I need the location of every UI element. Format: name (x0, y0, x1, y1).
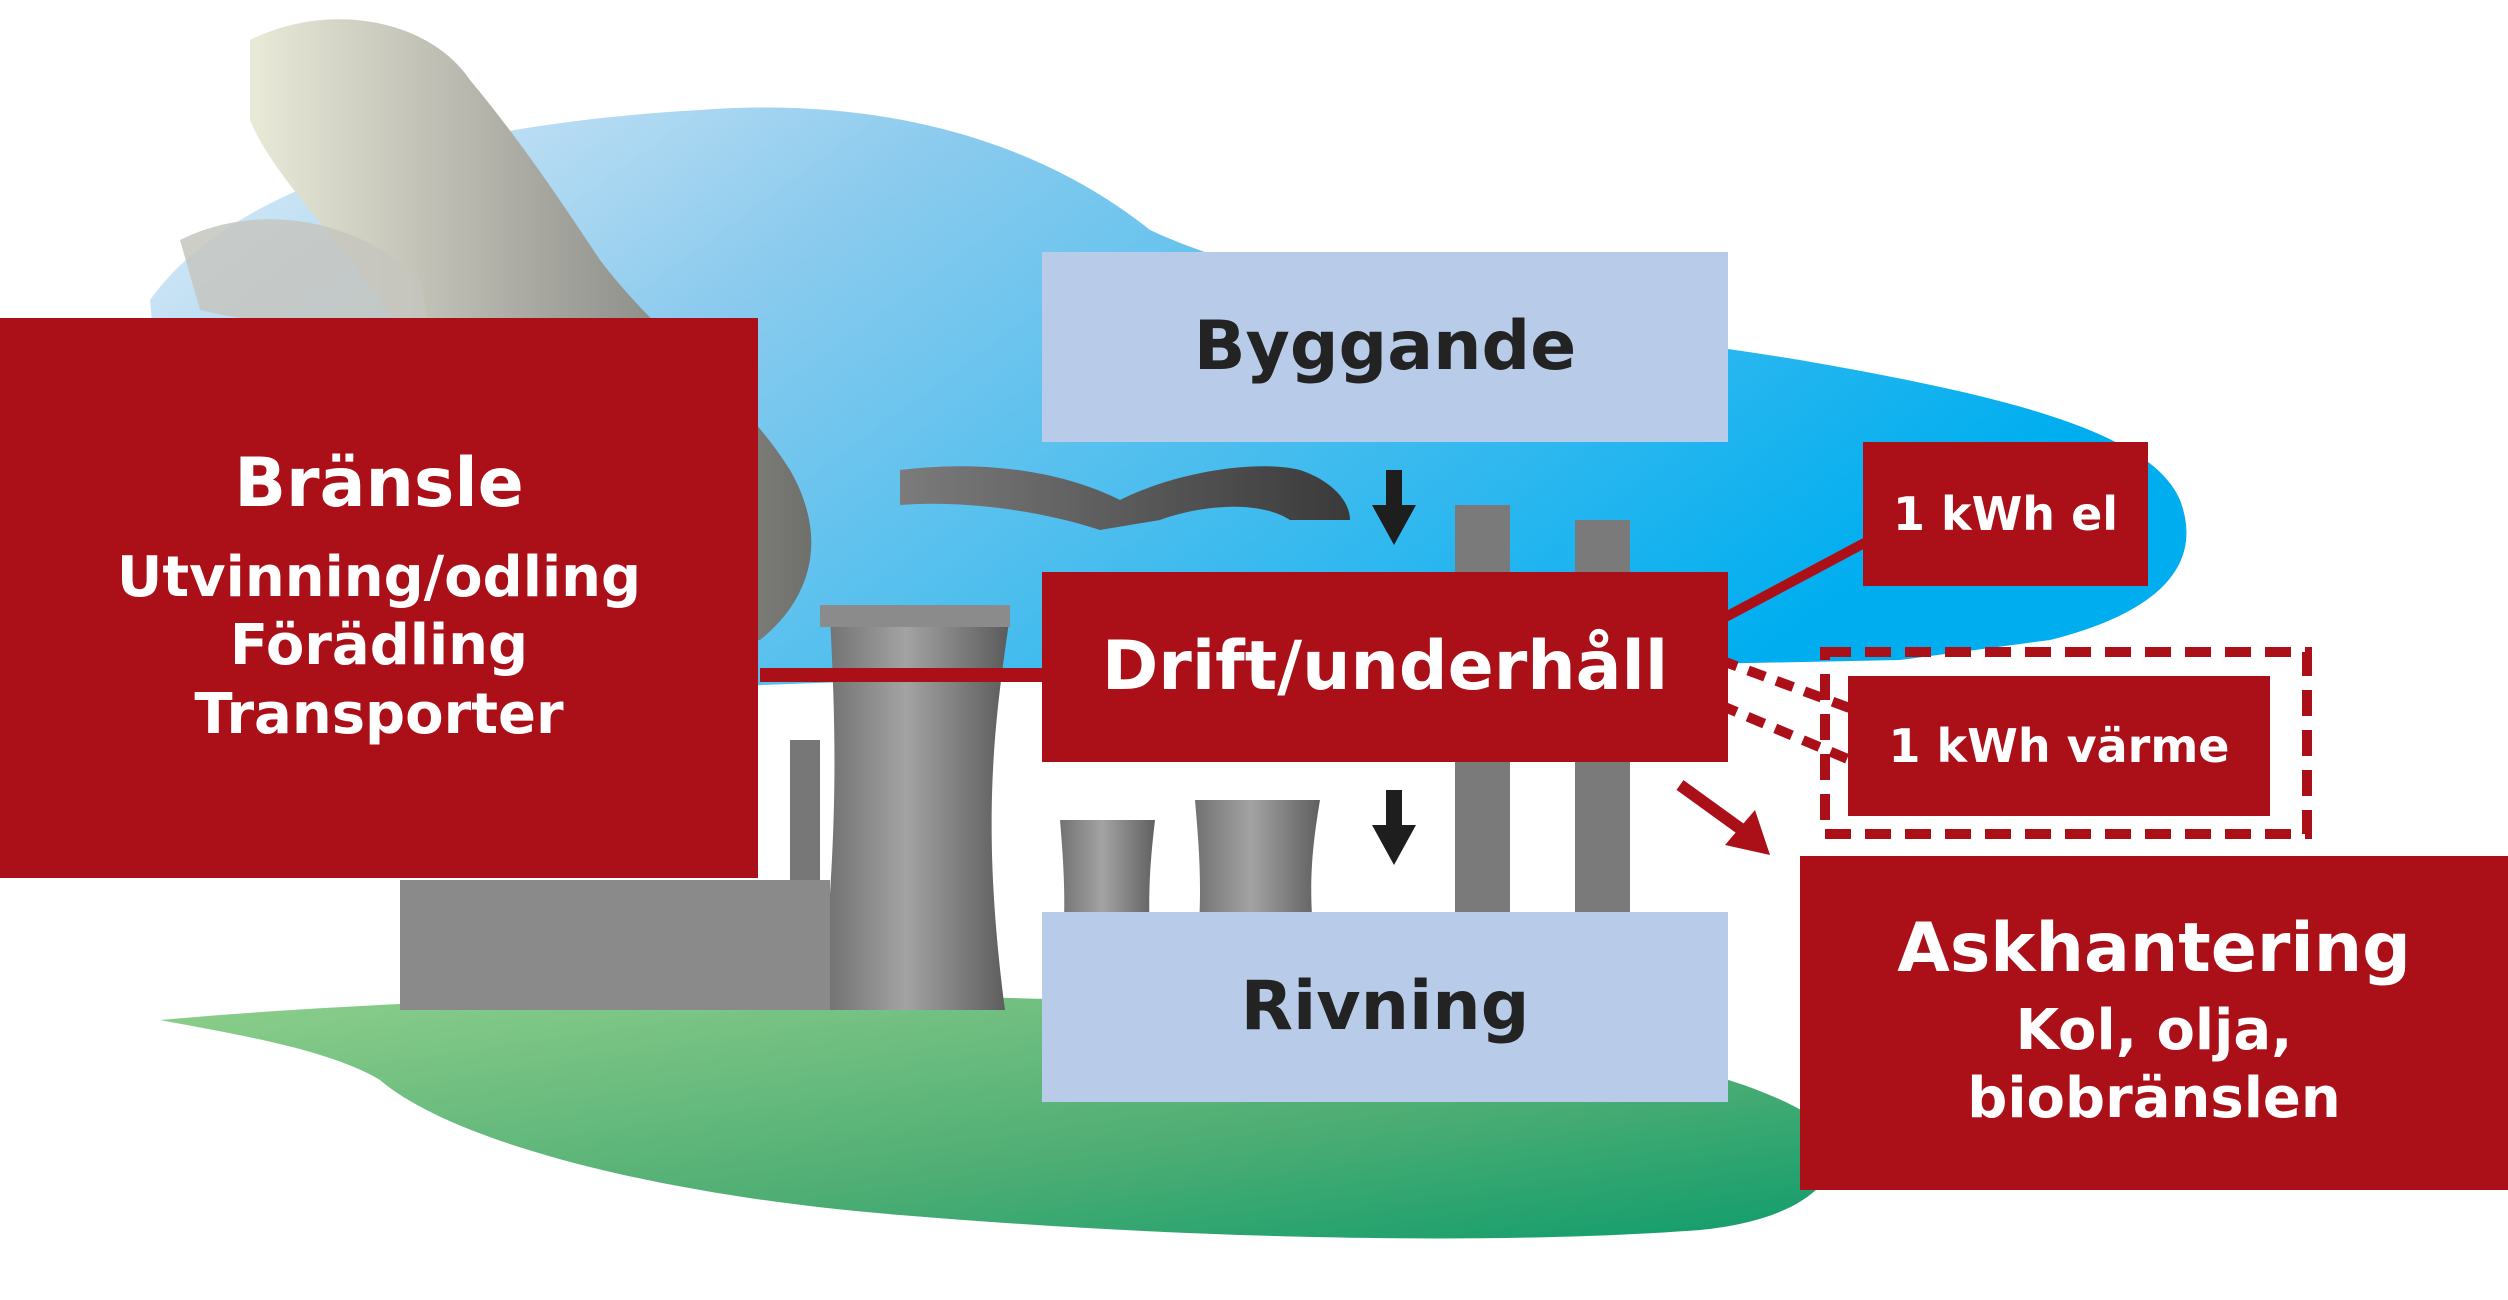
connector-operation-electricity (1717, 535, 1873, 625)
connector-operation-heat (1718, 655, 1857, 715)
construction-label: Byggande (1193, 306, 1577, 386)
ash-title: Askhantering (1897, 909, 2411, 989)
cooling-tower-icon (820, 615, 1010, 1010)
connector-fuel-operation (760, 668, 1050, 682)
electricity-output-label: 1 kWh el (1892, 487, 2119, 541)
ash-box: Askhantering Kol, olja, biobränslen (1800, 856, 2508, 1190)
fuel-title: Bränsle (234, 444, 524, 524)
demolition-label: Rivning (1240, 966, 1530, 1046)
operation-label: Drift/underhåll (1101, 626, 1669, 706)
demolition-box: Rivning (1042, 912, 1728, 1102)
arrow-down-icon (1372, 790, 1416, 865)
electricity-output-box: 1 kWh el (1863, 442, 2148, 586)
heat-output-box: 1 kWh värme (1848, 676, 2270, 816)
heat-outline (1820, 647, 2312, 839)
heat-output-label: 1 kWh värme (1888, 719, 2230, 773)
fuel-line-1: Utvinning/odling (116, 544, 642, 610)
operation-box: Drift/underhåll (1042, 572, 1728, 762)
fuel-box: Bränsle Utvinning/odling Förädling Trans… (0, 318, 758, 878)
ash-line-2: biobränslen (1967, 1066, 2341, 1132)
arrow-diagonal-icon (1676, 780, 1770, 855)
fuel-line-3: Transporter (194, 681, 564, 747)
arrow-down-icon (1372, 470, 1416, 545)
dark-smoke (900, 466, 1350, 530)
ash-line-1: Kol, olja, (2015, 998, 2293, 1064)
fuel-line-2: Förädling (229, 613, 529, 679)
construction-box: Byggande (1042, 252, 1728, 442)
